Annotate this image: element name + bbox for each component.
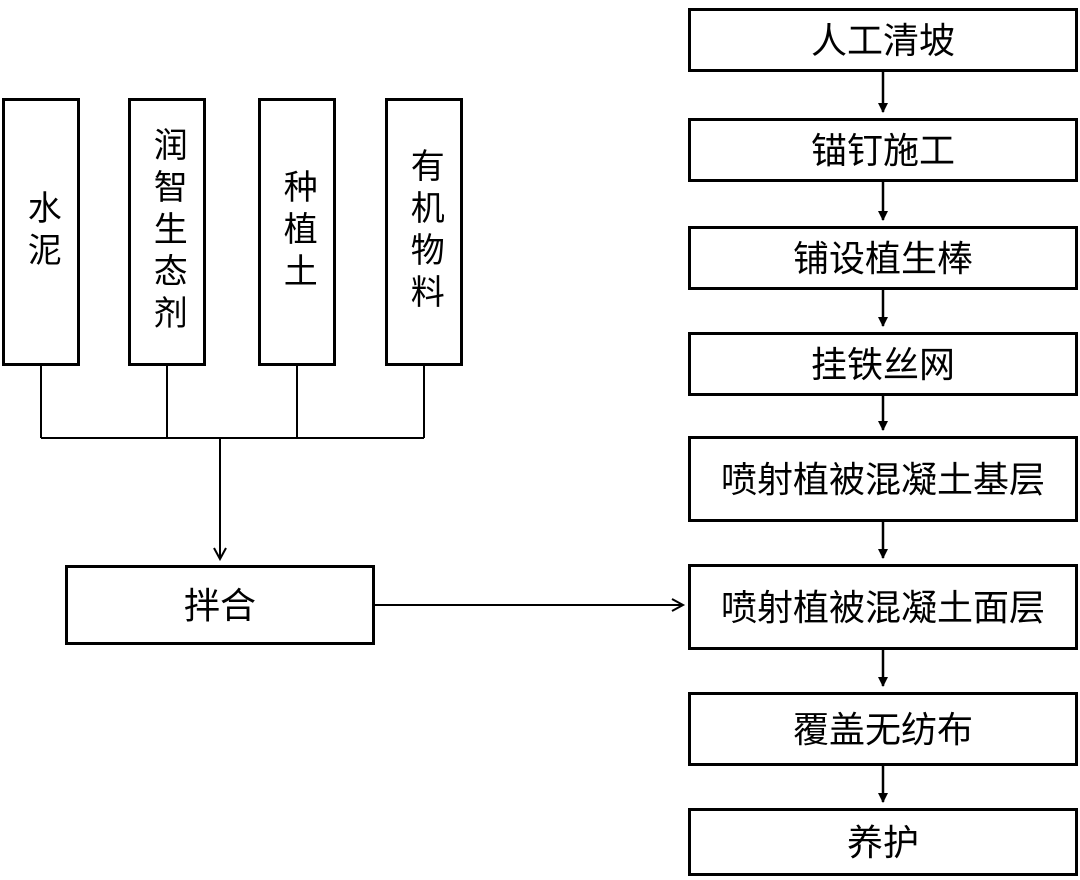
step-node-concrete-base-layer: 喷射植被混凝土基层 (688, 436, 1078, 522)
step-label: 养护 (846, 821, 919, 863)
mix-node-label: 拌合 (183, 584, 256, 626)
step-node-slope-clearing: 人工清坡 (688, 8, 1078, 72)
input-node-cement: 水泥 (2, 98, 80, 366)
input-node-organic-material: 有机物料 (385, 98, 463, 366)
step-label: 喷射植被混凝土基层 (720, 458, 1045, 500)
step-label: 人工清坡 (810, 19, 955, 61)
step-label: 喷射植被混凝土面层 (720, 586, 1045, 628)
step-node-vegetation-rods: 铺设植生棒 (688, 226, 1078, 290)
input-node-eco-agent-label: 润智生态剂 (148, 127, 187, 337)
step-node-anchor-construction: 锚钉施工 (688, 118, 1078, 182)
input-node-eco-agent: 润智生态剂 (128, 98, 206, 366)
mix-node: 拌合 (65, 565, 375, 645)
step-label: 覆盖无纺布 (792, 708, 973, 750)
step-label: 铺设植生棒 (792, 237, 973, 279)
step-label: 锚钉施工 (810, 129, 955, 171)
step-label: 挂铁丝网 (810, 343, 955, 385)
step-node-curing: 养护 (688, 808, 1078, 876)
input-node-cement-label: 水泥 (22, 190, 61, 274)
input-node-organic-material-label: 有机物料 (405, 148, 444, 316)
step-node-concrete-surface-layer: 喷射植被混凝土面层 (688, 564, 1078, 650)
input-node-planting-soil-label: 种植土 (278, 169, 317, 295)
input-node-planting-soil: 种植土 (258, 98, 336, 366)
step-node-wire-mesh: 挂铁丝网 (688, 332, 1078, 396)
step-node-nonwoven-cover: 覆盖无纺布 (688, 692, 1078, 766)
